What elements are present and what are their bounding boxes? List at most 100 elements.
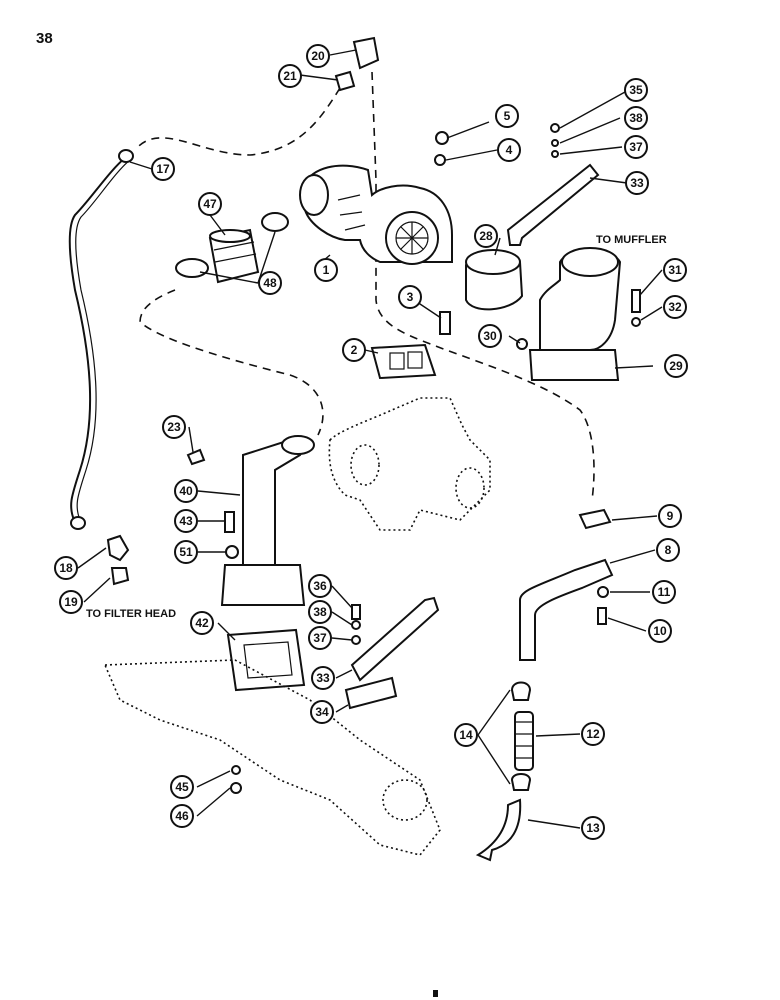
svg-text:14: 14	[459, 728, 473, 742]
svg-text:46: 46	[175, 809, 189, 823]
gasket-2-port-a	[389, 352, 405, 370]
svg-text:35: 35	[629, 83, 643, 97]
callout-38-lower: 38	[308, 600, 332, 624]
nut-5	[435, 131, 449, 145]
callout-37-lower: 37	[308, 626, 332, 650]
callout-40: 40	[174, 479, 198, 503]
callout-28: 28	[474, 224, 498, 248]
svg-text:28: 28	[479, 229, 493, 243]
callout-29: 29	[664, 354, 688, 378]
callout-1: 1	[314, 258, 338, 282]
svg-text:42: 42	[195, 616, 209, 630]
svg-text:47: 47	[203, 197, 217, 211]
callout-38-top: 38	[624, 106, 648, 130]
callout-30: 30	[478, 324, 502, 348]
callout-5: 5	[495, 104, 519, 128]
callout-12: 12	[581, 722, 605, 746]
svg-text:43: 43	[179, 514, 193, 528]
nut-46	[230, 782, 242, 794]
svg-text:51: 51	[179, 545, 193, 559]
pipe-40-inlet	[281, 435, 315, 455]
callout-45: 45	[170, 775, 194, 799]
bolt-36	[351, 604, 361, 620]
washer-38-top	[551, 139, 559, 147]
svg-text:13: 13	[586, 821, 600, 835]
turbo-wheel-vanes	[396, 222, 428, 254]
callout-42: 42	[190, 611, 214, 635]
callout-4: 4	[497, 138, 521, 162]
callout-31: 31	[663, 258, 687, 282]
lock-37-lower	[351, 635, 361, 645]
oil-supply-line-inner	[75, 159, 131, 521]
svg-text:29: 29	[669, 359, 683, 373]
elbow-fitting-18	[106, 534, 130, 562]
turbo-inlet	[299, 174, 329, 216]
leader-lines	[77, 49, 663, 829]
bracket-33-top	[506, 163, 600, 246]
svg-text:18: 18	[59, 561, 73, 575]
stud-3	[439, 311, 451, 335]
gasket-42-opening	[243, 641, 293, 679]
svg-text:21: 21	[283, 69, 297, 83]
drain-tube-8	[519, 558, 614, 661]
svg-text:10: 10	[653, 624, 667, 638]
svg-text:4: 4	[506, 143, 513, 157]
elbow-29-outlet	[561, 247, 619, 277]
callout-47: 47	[198, 192, 222, 216]
svg-text:17: 17	[156, 162, 170, 176]
nut-11	[597, 586, 609, 598]
oil-supply-line	[68, 157, 126, 521]
intake-manifold-end	[382, 779, 428, 821]
clip-23	[186, 448, 206, 466]
dashed-oil-path-top	[134, 87, 341, 156]
callout-34: 34	[310, 700, 334, 724]
svg-text:37: 37	[313, 631, 327, 645]
callout-33-top: 33	[625, 171, 649, 195]
dashed-air-path	[139, 289, 324, 436]
clamp-14-upper	[510, 681, 532, 701]
manifold-port-b	[455, 467, 485, 509]
svg-text:5: 5	[504, 109, 511, 123]
washer-38-lower	[351, 620, 361, 630]
clamp-14-lower	[510, 773, 532, 791]
callout-20: 20	[306, 44, 330, 68]
washer-51	[225, 545, 239, 559]
svg-text:38: 38	[313, 605, 327, 619]
fitting-20	[352, 36, 380, 70]
svg-text:31: 31	[668, 263, 682, 277]
callout-2: 2	[342, 338, 366, 362]
callout-13: 13	[581, 816, 605, 840]
svg-text:48: 48	[263, 276, 277, 290]
hose-12	[514, 711, 534, 771]
svg-text:12: 12	[586, 727, 600, 741]
to-muffler-label: TO MUFFLER	[596, 234, 667, 246]
exhaust-manifold-phantom	[328, 397, 491, 531]
footer-mark	[433, 990, 438, 997]
callout-23: 23	[162, 415, 186, 439]
spacer-34	[344, 676, 398, 710]
callout-36: 36	[308, 574, 332, 598]
svg-text:3: 3	[407, 290, 414, 304]
drain-elbow-13	[475, 798, 522, 862]
callout-48: 48	[258, 271, 282, 295]
svg-text:45: 45	[175, 780, 189, 794]
svg-text:32: 32	[668, 300, 682, 314]
svg-text:36: 36	[313, 579, 327, 593]
svg-text:1: 1	[323, 263, 330, 277]
clamp-48-upper	[261, 212, 289, 232]
svg-text:11: 11	[658, 585, 671, 599]
callout-9: 9	[658, 504, 682, 528]
manifold-port-a	[350, 444, 380, 486]
svg-text:37: 37	[629, 140, 643, 154]
svg-text:2: 2	[351, 343, 358, 357]
washer-32	[631, 317, 641, 327]
bracket-33-lower	[350, 596, 440, 682]
svg-text:33: 33	[316, 671, 330, 685]
turbo-ribs	[337, 194, 366, 231]
svg-text:40: 40	[179, 484, 193, 498]
callout-33-lower: 33	[311, 666, 335, 690]
callout-43: 43	[174, 509, 198, 533]
gasket-2-port-b	[407, 351, 423, 369]
pipe-40-flange	[220, 564, 306, 606]
line-fitting-top	[118, 149, 134, 163]
